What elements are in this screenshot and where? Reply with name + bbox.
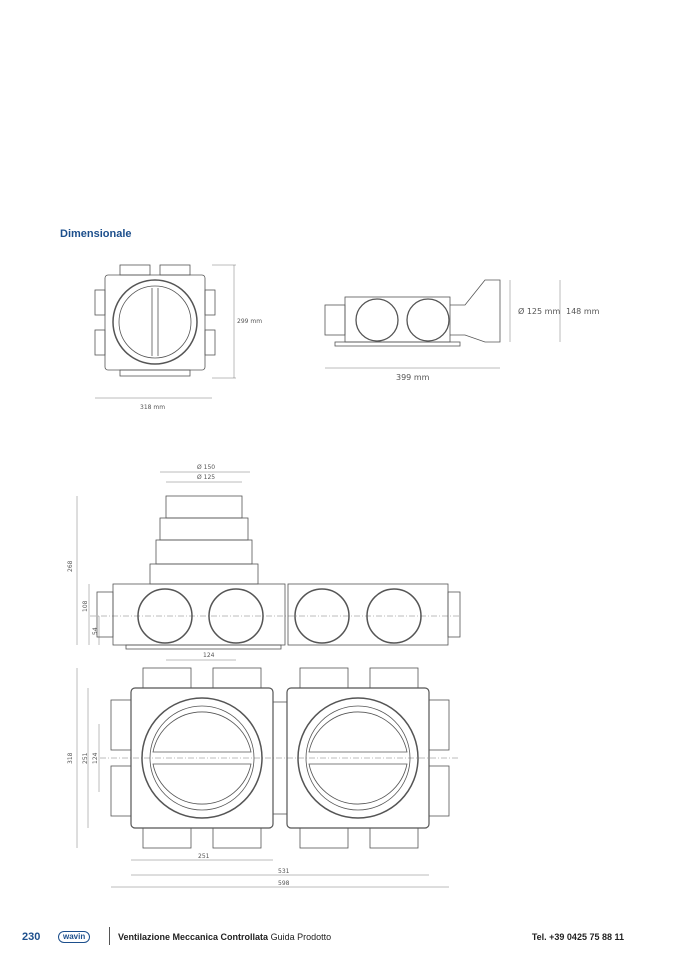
dim-d150: Ø 150 bbox=[197, 464, 215, 471]
section-title: Dimensionale bbox=[60, 228, 132, 240]
dim-598: 598 bbox=[278, 880, 290, 887]
dim-251: 251 bbox=[198, 853, 210, 860]
wavin-logo: wavin bbox=[58, 931, 91, 943]
dim-318-plan: 318 bbox=[67, 752, 74, 764]
dim-d125: Ø 125 mm bbox=[518, 306, 560, 316]
dim-318: 318 mm bbox=[140, 404, 165, 411]
dim-108: 108 bbox=[82, 600, 89, 612]
footer-title-light: Guida Prodotto bbox=[270, 932, 332, 942]
dim-251-vertical: 251 bbox=[82, 752, 89, 764]
dim-148: 148 mm bbox=[566, 307, 600, 316]
top-side-drawing bbox=[324, 279, 561, 369]
dim-124-top: 124 bbox=[203, 652, 215, 659]
dim-268: 268 bbox=[67, 560, 74, 572]
dim-299: 299 mm bbox=[237, 318, 262, 325]
front-view-drawing bbox=[76, 471, 461, 650]
dim-531: 531 bbox=[278, 868, 290, 875]
footer-title: Ventilazione Meccanica Controllata Guida… bbox=[118, 932, 331, 942]
page-footer: 230 wavin Ventilazione Meccanica Control… bbox=[0, 927, 677, 945]
dim-d125-front: Ø 125 bbox=[197, 474, 215, 481]
dim-399: 399 mm bbox=[396, 373, 430, 382]
footer-phone: Tel. +39 0425 75 88 11 bbox=[531, 932, 624, 942]
page-number: 230 bbox=[22, 931, 41, 943]
dim-124-vertical: 124 bbox=[92, 752, 99, 764]
plan-view-drawing bbox=[76, 659, 460, 888]
footer-title-bold: Ventilazione Meccanica Controllata bbox=[118, 932, 269, 942]
footer-divider bbox=[109, 927, 110, 945]
dim-54: 54 bbox=[92, 627, 99, 635]
top-plan-drawing bbox=[94, 264, 236, 399]
